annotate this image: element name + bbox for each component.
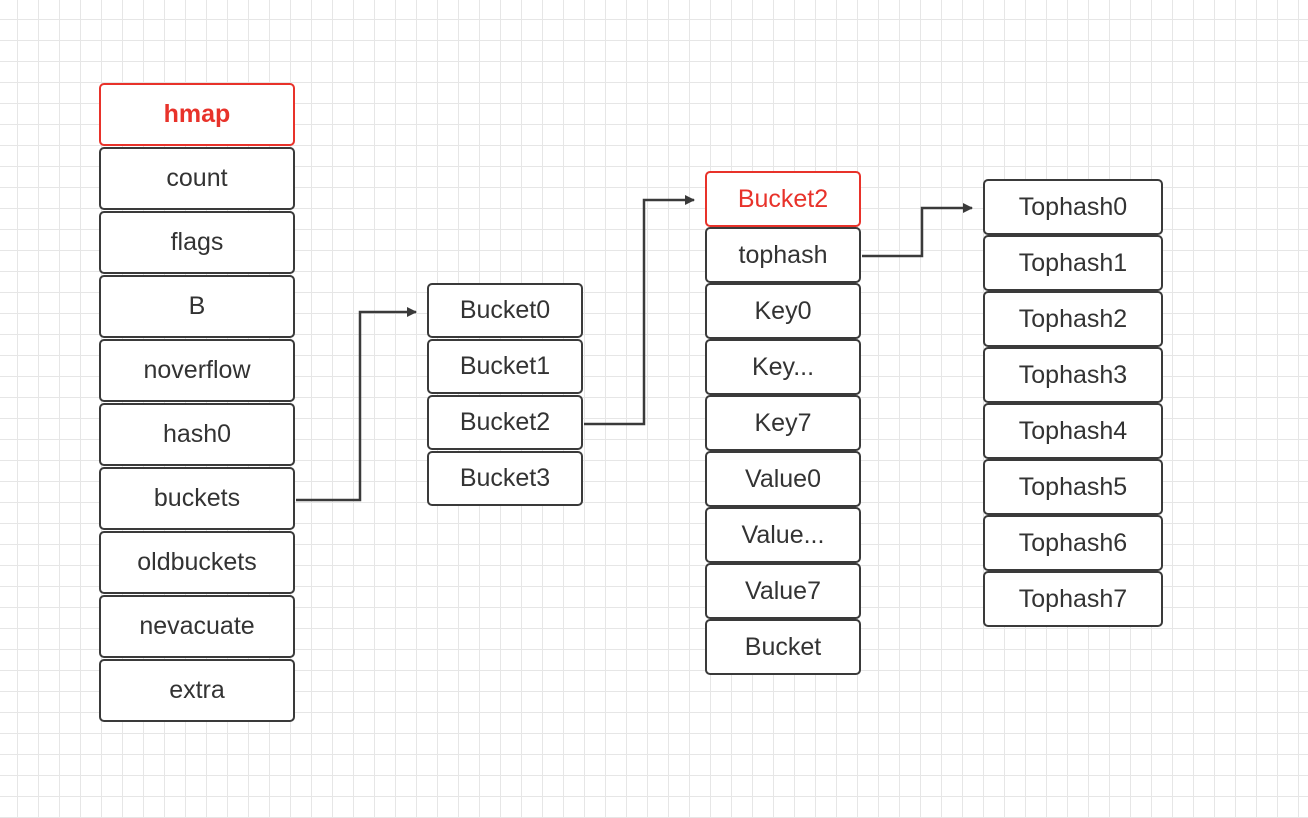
hmap-field: nevacuate — [99, 595, 295, 658]
hmap-field: B — [99, 275, 295, 338]
bucket2-header: Bucket2 — [705, 171, 861, 227]
bucket2-field: Key7 — [705, 395, 861, 451]
bucket2-field: Bucket — [705, 619, 861, 675]
tophash-item: Tophash7 — [983, 571, 1163, 627]
tophash-item: Tophash6 — [983, 515, 1163, 571]
bucket2-field: Value... — [705, 507, 861, 563]
tophash-item: Tophash5 — [983, 459, 1163, 515]
hmap-field: extra — [99, 659, 295, 722]
bucket2-field: Value7 — [705, 563, 861, 619]
bucket-item: Bucket2 — [427, 395, 583, 450]
bucket-item: Bucket3 — [427, 451, 583, 506]
bucket2-field: Value0 — [705, 451, 861, 507]
tophash-item: Tophash3 — [983, 347, 1163, 403]
bucket-item: Bucket1 — [427, 339, 583, 394]
tophash-item: Tophash0 — [983, 179, 1163, 235]
hmap-field: noverflow — [99, 339, 295, 402]
bucket2-field: Key... — [705, 339, 861, 395]
bucket2-field: tophash — [705, 227, 861, 283]
arrow-bucket2-to-bucket2-detail — [584, 195, 695, 426]
hmap-field: buckets — [99, 467, 295, 530]
hmap-field: flags — [99, 211, 295, 274]
hmap-header: hmap — [99, 83, 295, 146]
tophash-item: Tophash1 — [983, 235, 1163, 291]
hmap-field: oldbuckets — [99, 531, 295, 594]
bucket-item: Bucket0 — [427, 283, 583, 338]
arrow-buckets-to-bucket0 — [296, 307, 417, 502]
hmap-field: hash0 — [99, 403, 295, 466]
tophash-item: Tophash4 — [983, 403, 1163, 459]
bucket2-field: Key0 — [705, 283, 861, 339]
arrow-tophash-to-tophash0 — [862, 203, 973, 258]
hmap-field: count — [99, 147, 295, 210]
tophash-item: Tophash2 — [983, 291, 1163, 347]
